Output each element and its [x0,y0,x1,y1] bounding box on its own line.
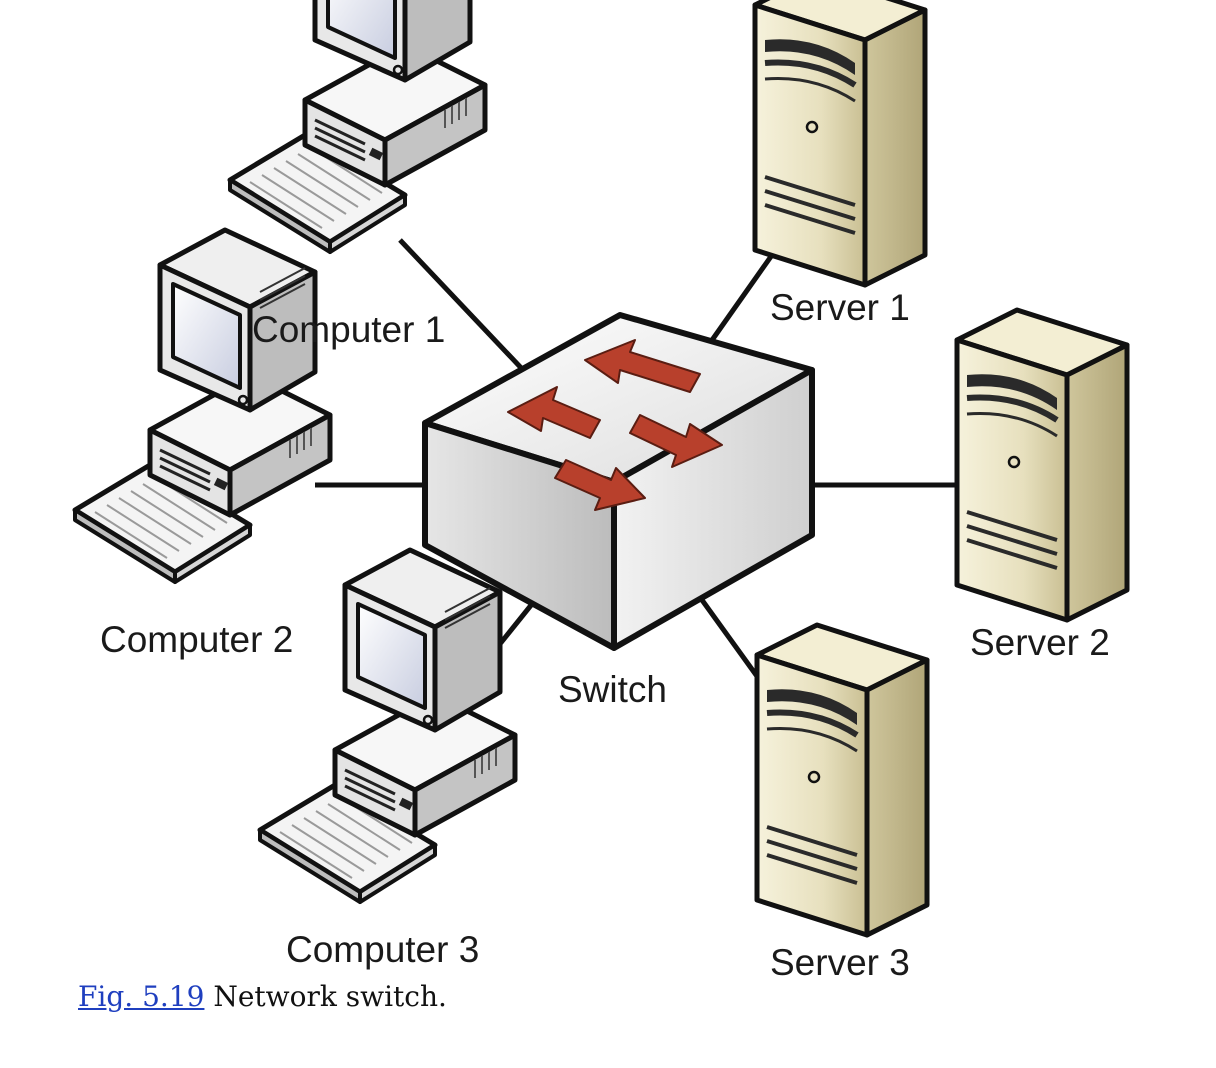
server-2-icon [957,310,1127,620]
server-1-icon [755,0,925,285]
computer-1-icon [230,0,485,252]
arrow-left-icon [507,386,601,439]
switch-icon [422,312,815,651]
arrow-left-icon [584,339,701,393]
arrow-right-icon [629,414,723,468]
figure-link[interactable]: Fig. 5.19 [78,980,205,1013]
label-computer-2: Computer 2 [100,619,293,660]
switch-arrows [507,339,723,511]
label-computer-1: Computer 1 [252,309,445,350]
label-server-1: Server 1 [770,287,910,328]
arrow-right-icon [554,459,646,511]
label-switch: Switch [558,669,667,710]
computer-3-icon [260,550,515,902]
computer-2-icon [75,230,330,582]
label-server-3: Server 3 [770,942,910,983]
caption-text: Network switch. [204,980,447,1013]
figure-caption: Fig. 5.19 Network switch. [78,980,447,1013]
label-server-2: Server 2 [970,622,1110,663]
server-3-icon [757,625,927,935]
label-computer-3: Computer 3 [286,929,479,970]
cable-computer-1 [398,238,527,374]
